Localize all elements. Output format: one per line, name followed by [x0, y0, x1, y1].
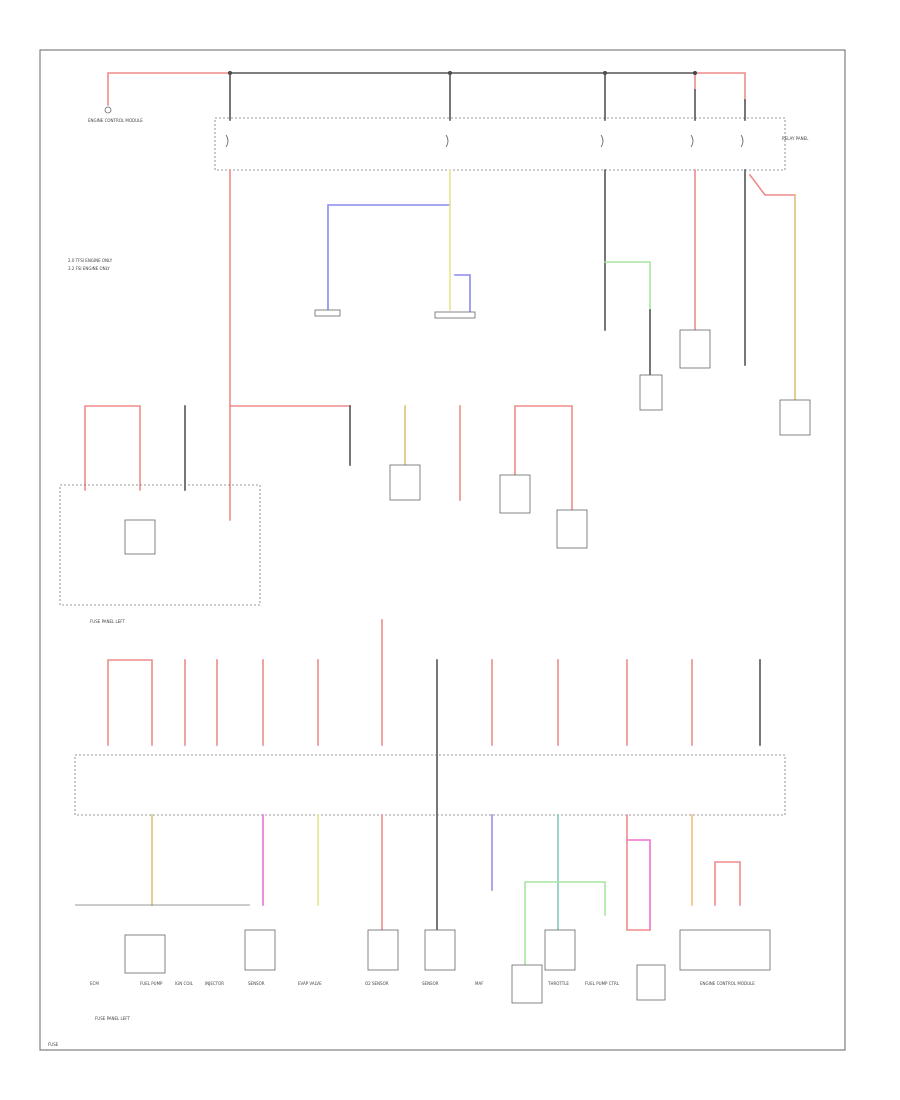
component-box: [389, 464, 421, 501]
fuse-icon: [690, 134, 694, 148]
upper-middle-circuit: [314, 169, 476, 319]
component-box: [636, 964, 666, 1001]
fuse-icon: [740, 134, 744, 148]
component-label: ECM: [90, 981, 99, 986]
bottom-component-labels: ECM FUEL PUMP IGN COIL INJECTOR SENSOR E…: [90, 981, 755, 986]
bottom-fuse-panel-label: FUSE PANEL LEFT: [95, 1016, 130, 1021]
red-wire: [107, 659, 153, 746]
top-right-component-label: RELAY PANEL: [782, 136, 809, 141]
top-bus-wire: [107, 72, 231, 106]
component-box: [679, 929, 771, 971]
connector-block: [314, 309, 341, 317]
connector-block: [434, 311, 476, 319]
component-label: INJECTOR: [205, 981, 224, 986]
component-box: [124, 519, 156, 555]
top-bus-section: ENGINE CONTROL MODULE RELAY PANEL: [88, 71, 809, 171]
left-fuse-panel-outline: [59, 484, 261, 606]
fuse-icon: [600, 134, 604, 148]
legend-item: 2.0 TFSI ENGINE ONLY: [68, 258, 113, 263]
component-box: [779, 399, 811, 436]
component-label: FUEL PUMP: [140, 981, 163, 986]
diagram-frame: [39, 49, 846, 1051]
ground-connector-icon: [104, 106, 112, 114]
blue-wire: [327, 204, 451, 311]
lower-circuits: FUSE PANEL LEFT: [74, 619, 786, 1021]
component-box: [639, 374, 663, 411]
red-wire: [748, 173, 796, 196]
page-marker: FUSE: [48, 1042, 59, 1047]
component-label: FUEL PUMP CTRL: [585, 981, 620, 986]
component-label: O2 SENSOR: [365, 981, 389, 986]
legend-item: 3.2 FSI ENGINE ONLY: [68, 266, 110, 271]
component-label: MAF: [475, 981, 484, 986]
component-label: THROTTLE: [547, 981, 569, 986]
component-box: [544, 929, 576, 971]
red-wire: [84, 405, 141, 491]
component-label: IGN COIL: [175, 981, 194, 986]
top-left-component-label: ENGINE CONTROL MODULE: [88, 118, 143, 123]
component-label: SENSOR: [248, 981, 265, 986]
green-wire: [524, 881, 606, 966]
pink-wire: [626, 839, 651, 931]
component-box: [367, 929, 399, 971]
bus-splice: [693, 71, 697, 75]
legend: 2.0 TFSI ENGINE ONLY 3.2 FSI ENGINE ONLY: [68, 258, 113, 271]
component-box: [124, 934, 166, 974]
left-fuse-panel-label: FUSE PANEL LEFT: [90, 619, 125, 624]
component-box: [244, 929, 276, 971]
component-box: [679, 329, 711, 369]
green-wire: [604, 261, 651, 311]
component-label: SENSOR: [422, 981, 439, 986]
blue-wire: [454, 274, 471, 316]
red-wire: [714, 861, 741, 906]
top-fuse-panel-outline: [214, 117, 786, 171]
fuse-icon: [445, 134, 449, 148]
middle-row-circuits: FUSE PANEL LEFT: [59, 405, 588, 624]
top-bus-right-wire: [694, 72, 746, 101]
component-box: [424, 929, 456, 971]
red-wire: [514, 405, 573, 511]
upper-right-circuit: [604, 169, 811, 436]
component-box: [556, 509, 588, 549]
component-box: [511, 964, 543, 1004]
red-wire: [626, 814, 651, 931]
component-label: ENGINE CONTROL MODULE: [700, 981, 755, 986]
component-box: [499, 474, 531, 514]
fuse-icon: [225, 134, 229, 148]
component-label: EVAP VALVE: [298, 981, 322, 986]
bottom-fuse-panel-outline: [74, 754, 786, 816]
